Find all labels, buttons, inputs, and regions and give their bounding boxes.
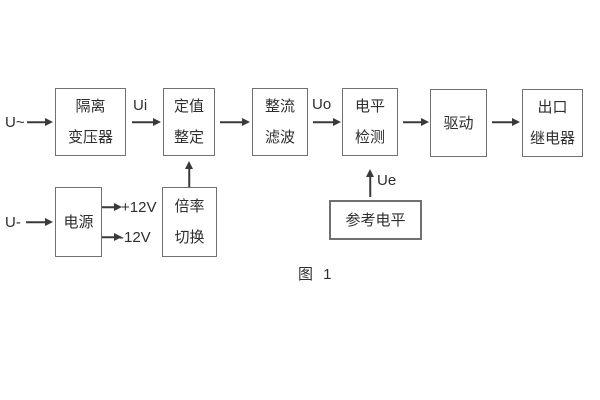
arrow-head-icon xyxy=(512,118,520,126)
arrow-line xyxy=(102,236,116,238)
label-rail-plus12v: +12V xyxy=(121,199,157,216)
arrow-line xyxy=(27,121,47,123)
block-power-supply: 电源 xyxy=(55,187,102,257)
label-input-ac: U~ xyxy=(5,114,25,131)
arrow-head-icon xyxy=(242,118,250,126)
block-rectify-filter: 整流 滤波 xyxy=(252,88,308,156)
block-ratio-switch-line2: 切换 xyxy=(174,229,205,246)
arrow-line xyxy=(369,175,371,197)
arrow-line xyxy=(492,121,514,123)
block-drive: 驱动 xyxy=(430,89,487,157)
arrow-plus12v-rail xyxy=(102,202,122,212)
block-reference-level-label: 参考电平 xyxy=(345,211,406,229)
arrow-head-icon xyxy=(114,233,122,241)
block-rectify-filter-line1: 整流 xyxy=(264,98,295,115)
block-ratio-switch: 倍率 切换 xyxy=(162,187,217,257)
arrow-head-icon xyxy=(333,118,341,126)
block-power-supply-label: 电源 xyxy=(63,213,94,231)
block-reference-level: 参考电平 xyxy=(329,200,422,240)
block-value-setting-line2: 整定 xyxy=(173,129,204,146)
figure-caption: 图 1 xyxy=(298,266,335,283)
label-signal-uo: Uo xyxy=(312,96,332,113)
arrow-head-icon xyxy=(153,118,161,126)
block-value-setting-line1: 定值 xyxy=(173,98,204,115)
block-output-relay: 出口 继电器 xyxy=(522,89,583,157)
arrow-head-icon xyxy=(45,118,53,126)
block-isolation-transformer: 隔离 变压器 xyxy=(55,88,126,156)
arrow-line xyxy=(220,121,244,123)
arrow-head-icon xyxy=(421,118,429,126)
block-isolation-transformer-line2: 变压器 xyxy=(67,129,113,146)
block-rectify-filter-line2: 滤波 xyxy=(264,129,295,146)
label-signal-ue: Ue xyxy=(377,172,397,189)
arrow-ac-input xyxy=(27,117,53,127)
arrow-ratio-to-setting xyxy=(184,161,194,187)
block-ratio-switch-line1: 倍率 xyxy=(174,198,205,215)
arrow-drive-to-relay xyxy=(492,117,520,127)
label-signal-ui: Ui xyxy=(133,97,148,114)
arrow-minus12v-rail xyxy=(102,232,122,242)
label-input-dc: U- xyxy=(5,214,21,231)
arrow-dc-input xyxy=(26,217,53,227)
arrow-head-icon xyxy=(45,218,53,226)
block-level-detect-line2: 检测 xyxy=(354,129,385,146)
arrow-line xyxy=(403,121,423,123)
arrow-head-icon xyxy=(114,203,122,211)
block-value-setting: 定值 整定 xyxy=(163,88,215,156)
arrow-line xyxy=(132,121,155,123)
block-level-detect: 电平 检测 xyxy=(342,88,398,156)
arrow-line xyxy=(26,221,47,223)
block-drive-label: 驱动 xyxy=(443,114,474,132)
arrow-setting-to-rectifier xyxy=(220,117,250,127)
block-isolation-transformer-line1: 隔离 xyxy=(75,98,106,115)
arrow-level-to-drive xyxy=(403,117,429,127)
arrow-line xyxy=(102,206,116,208)
arrow-head-icon xyxy=(185,161,193,169)
arrow-ui-signal xyxy=(132,117,161,127)
block-level-detect-line1: 电平 xyxy=(354,98,385,115)
arrow-line xyxy=(313,121,335,123)
block-output-relay-line2: 继电器 xyxy=(529,130,575,147)
arrow-uo-signal xyxy=(313,117,341,127)
label-rail-minus12v: -12V xyxy=(119,229,151,246)
block-output-relay-line1: 出口 xyxy=(537,99,568,116)
arrow-ue-reference xyxy=(365,169,375,197)
arrow-head-icon xyxy=(366,169,374,177)
arrow-line xyxy=(188,167,190,187)
